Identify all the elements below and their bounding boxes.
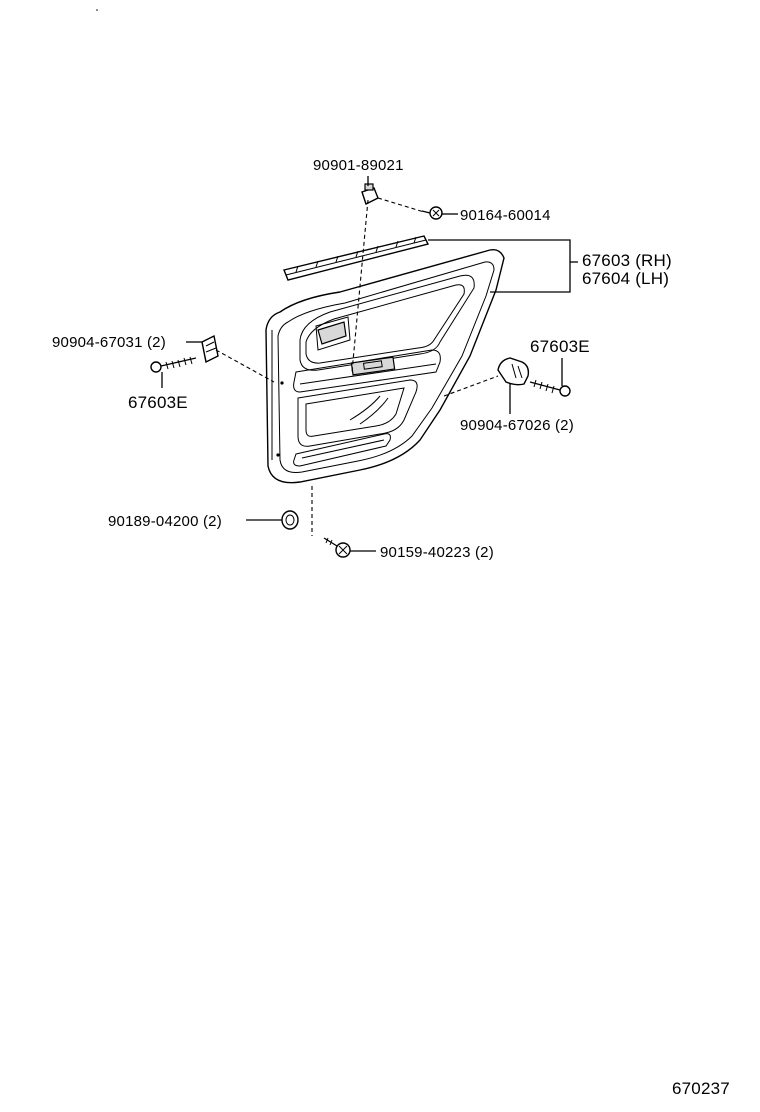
assembly-lines [215,197,499,536]
label-90904-67031: 90904-67031 (2) [52,334,166,351]
label-67603e-right: 67603E [530,337,590,356]
screw-67603e-right [529,379,571,397]
label-90189-04200: 90189-04200 (2) [108,513,222,530]
illustration-number: 670237 [672,1079,730,1098]
scan-speck [96,9,98,11]
label-90904-67026: 90904-67026 (2) [460,417,574,434]
screw-90159-40223 [323,537,351,558]
label-67603e-left: 67603E [128,393,188,412]
screw-90164-60014 [421,206,443,220]
clip-90901-89021 [361,183,379,205]
label-90901-89021: 90901-89021 [313,157,404,174]
window-weatherstrip [283,235,430,281]
clip-90904-67031 [201,334,219,364]
leader-lines [161,176,578,552]
screw-67603e-left [150,356,197,373]
label-90164-60014: 90164-60014 [460,207,551,224]
cushion-90189-04200 [281,510,299,530]
label-67603-rh: 67603 (RH) [582,251,672,270]
label-90159-40223: 90159-40223 (2) [380,544,494,561]
clip-90904-67026 [497,357,530,386]
label-67604-lh: 67604 (LH) [582,269,669,288]
door-trim-panel [265,248,505,484]
